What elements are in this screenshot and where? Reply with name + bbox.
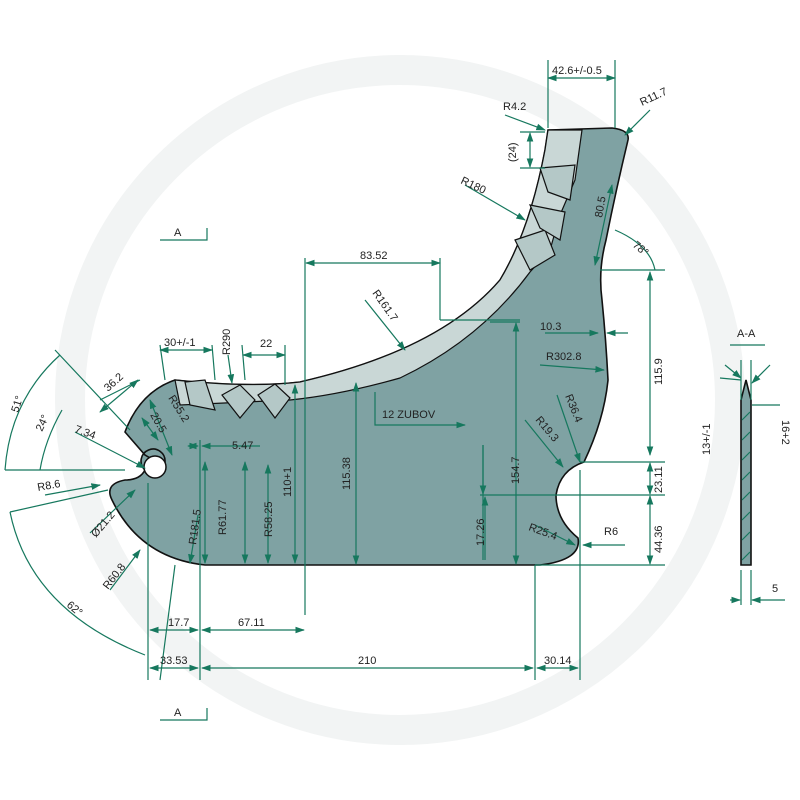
section-mark-bottom: A — [174, 707, 182, 719]
dimension-lines — [4, 60, 785, 721]
dim-17-26: 17.26 — [475, 518, 487, 546]
dim-r302-8: R302.8 — [546, 351, 581, 363]
dim-36-2: 36.2 — [102, 371, 126, 394]
dim-30: 30+/-1 — [164, 337, 196, 349]
dim-r161-7: R161.7 — [370, 288, 400, 324]
dim-210: 210 — [358, 655, 376, 667]
dim-17-7: 17.7 — [168, 617, 189, 629]
dim-16: 16+2 — [779, 420, 791, 445]
dim-r8-6: R8.6 — [36, 478, 61, 494]
dim-5: 5 — [772, 583, 778, 595]
dim-78-deg: 78° — [630, 239, 650, 259]
dim-r61-77: R61.77 — [217, 500, 229, 535]
dim-83-52: 83.52 — [360, 250, 388, 262]
dim-r6: R6 — [604, 526, 618, 538]
dim-33-53: 33.53 — [160, 655, 188, 667]
section-mark-top: A — [174, 227, 182, 239]
dim-22: 22 — [260, 338, 272, 350]
dim-67-11: 67.11 — [238, 617, 265, 629]
dim-110: 110+1 — [282, 467, 294, 497]
dim-13: 13+/-1 — [701, 424, 713, 456]
teeth — [184, 164, 576, 420]
dim-r181-5: R181.5 — [187, 509, 204, 546]
dim-r180: R180 — [459, 175, 488, 197]
dim-24: (24) — [507, 142, 519, 162]
dim-30-14: 30.14 — [544, 655, 572, 667]
dim-23-11: 23.11 — [653, 466, 665, 493]
dim-r58-25: R58.25 — [263, 502, 275, 537]
dim-10-3: 10.3 — [540, 321, 561, 333]
dim-44-36: 44.36 — [653, 525, 665, 553]
dim-5-47: 5.47 — [232, 440, 253, 452]
section-title: A-A — [737, 328, 756, 340]
section-hatch — [741, 411, 751, 561]
dim-115-9: 115.9 — [653, 358, 665, 385]
teeth-note: 12 ZUBOV — [382, 409, 436, 421]
dim-115-38: 115.38 — [341, 457, 353, 490]
watermark — [55, 55, 745, 745]
dim-r4-2: R4.2 — [503, 101, 526, 113]
mounting-hole — [143, 455, 167, 479]
teeth-band — [174, 129, 583, 406]
dim-24-deg: 24° — [34, 413, 52, 433]
dim-r290: R290 — [221, 329, 233, 355]
dim-154-7: 154.7 — [510, 456, 522, 484]
dim-80-5: 80.5 — [593, 195, 609, 218]
dim-62-deg: 62° — [64, 599, 84, 619]
dim-top-width: 42.6+/-0.5 — [552, 65, 602, 77]
dim-51-deg: 51° — [9, 394, 26, 414]
dim-r11-7: R11.7 — [638, 86, 669, 109]
